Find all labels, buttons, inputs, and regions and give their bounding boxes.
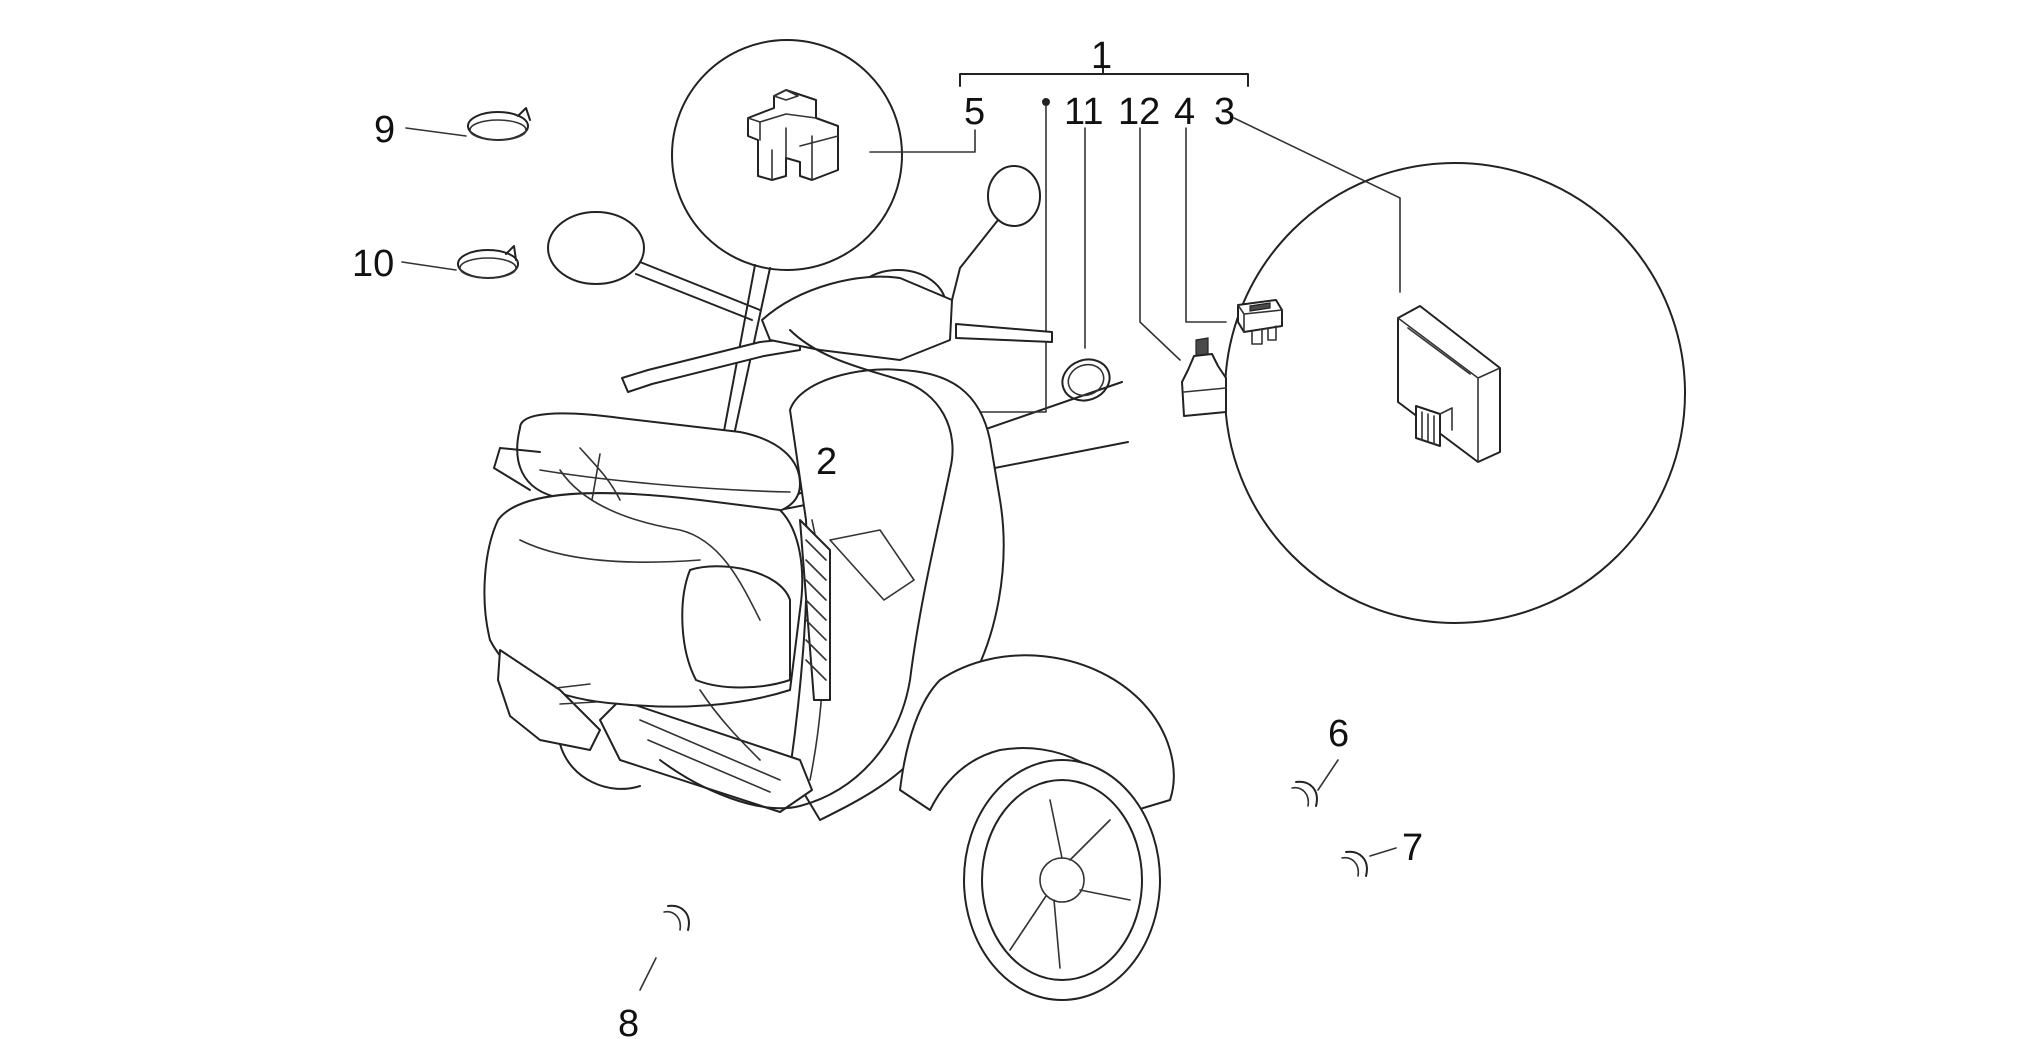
callout-6: 6 xyxy=(1328,713,1349,755)
callout-3: 3 xyxy=(1214,91,1235,133)
leader-lines xyxy=(401,98,1401,991)
callout-9: 9 xyxy=(374,109,395,151)
clip-8-icon xyxy=(663,904,690,931)
callout-11: 11 xyxy=(1064,91,1103,133)
callout-5: 5 xyxy=(964,91,985,133)
callout-4: 4 xyxy=(1174,91,1195,133)
callout-8: 8 xyxy=(618,1003,639,1039)
scooter-illustration xyxy=(483,165,1175,1001)
bracket-item-1 xyxy=(959,67,1249,87)
fuse-icon xyxy=(1237,299,1283,345)
callout-1: 1 xyxy=(1091,35,1112,77)
battery-fluid-bottle-icon xyxy=(1181,337,1227,417)
relay-icon xyxy=(747,89,839,181)
callout-2: 2 xyxy=(816,441,837,483)
callout-12: 12 xyxy=(1118,91,1160,133)
cable-tie-10-icon xyxy=(457,245,519,279)
ring-clip-11-icon xyxy=(1061,358,1111,402)
callout-labels: 1 5 11 12 4 3 9 10 2 6 7 8 xyxy=(352,35,1423,1039)
clip-7-icon xyxy=(1341,850,1368,877)
callout-10: 10 xyxy=(352,243,394,285)
clip-6-icon xyxy=(1291,780,1318,807)
control-unit-icon xyxy=(1397,305,1501,463)
cable-tie-9-icon xyxy=(467,107,531,141)
callout-7: 7 xyxy=(1402,827,1423,869)
